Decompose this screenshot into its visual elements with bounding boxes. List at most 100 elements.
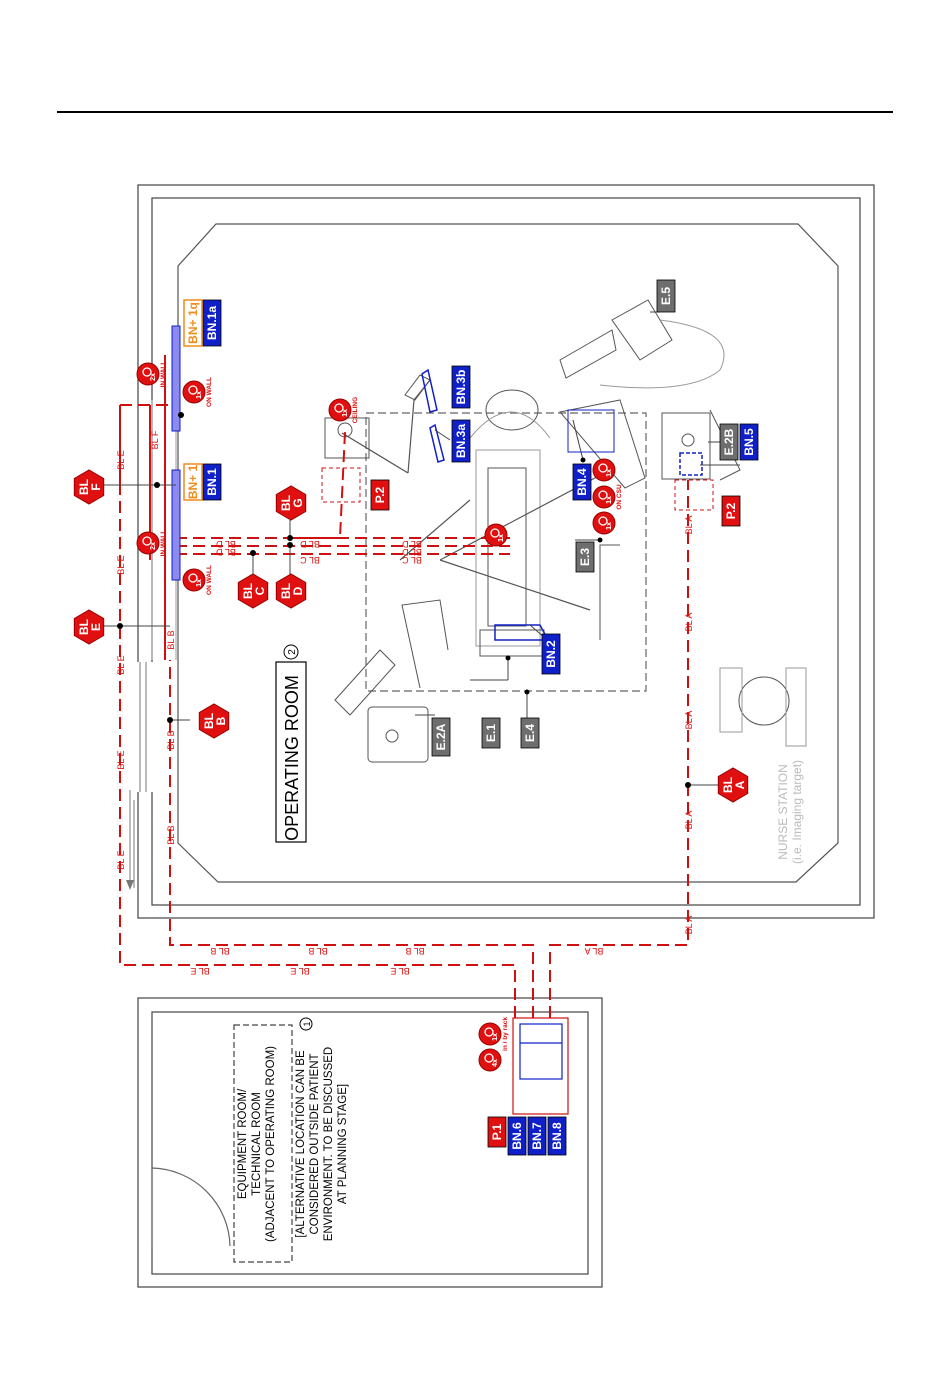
socket-csu-1: 1x bbox=[592, 458, 616, 482]
svg-text:in / by rack: in / by rack bbox=[502, 1017, 509, 1051]
svg-text:BN.7: BN.7 bbox=[530, 1122, 544, 1150]
tag-e1: E.1 bbox=[481, 717, 501, 749]
svg-text:BN.1: BN.1 bbox=[205, 468, 219, 496]
hex-bl-f: BLF bbox=[73, 469, 105, 505]
equipment-room-note-1: [ALTERNATIVE LOCATION CAN BE bbox=[295, 1050, 307, 1238]
tag-bn8: BN.8 bbox=[547, 1116, 567, 1156]
label-bla-2: BL A bbox=[684, 916, 694, 935]
svg-text:BL: BL bbox=[77, 619, 91, 635]
label-blb-5: BL B bbox=[308, 946, 327, 956]
equipment-room-walls bbox=[137, 997, 603, 1288]
svg-text:P.2: P.2 bbox=[724, 502, 738, 519]
label-ble-1: BL E bbox=[116, 450, 126, 469]
svg-text:BL: BL bbox=[279, 495, 293, 511]
svg-text:BL: BL bbox=[721, 777, 735, 793]
svg-text:4x: 4x bbox=[492, 1059, 499, 1067]
svg-text:BL: BL bbox=[77, 479, 91, 495]
label-ble-8: BL E bbox=[390, 966, 409, 976]
tag-bn1q: BN+ 1q bbox=[183, 299, 203, 347]
equipment-room-label-block: EQUIPMENT ROOM/ TECHNICAL ROOM (ADJACENT… bbox=[237, 1017, 349, 1242]
svg-text:BN.3b: BN.3b bbox=[454, 370, 468, 405]
svg-text:F: F bbox=[89, 483, 103, 490]
svg-text:P.2: P.2 bbox=[373, 486, 387, 503]
svg-text:2x: 2x bbox=[150, 542, 157, 550]
label-blb-2: BL B bbox=[166, 730, 176, 749]
svg-text:1x: 1x bbox=[498, 534, 505, 542]
svg-text:BN+ 1: BN+ 1 bbox=[186, 465, 200, 500]
svg-text:D: D bbox=[291, 586, 305, 595]
operating-room-label: OPERATING ROOM bbox=[282, 675, 302, 841]
svg-text:2x: 2x bbox=[150, 373, 157, 381]
label-blc-1: BL C bbox=[300, 555, 320, 565]
svg-text:B: B bbox=[214, 716, 228, 725]
tag-bn1a: BN.1a bbox=[202, 299, 222, 347]
equipment-room-note-2: CONSIDERED OUTSIDE PATIENT bbox=[309, 1053, 321, 1234]
label-bla-4: BL A bbox=[684, 711, 694, 730]
label-bld-1: BL D bbox=[216, 539, 236, 549]
hex-bl-b: BLB bbox=[198, 703, 230, 739]
tag-p1: P.1 bbox=[487, 1116, 507, 1148]
tag-e3: E.3 bbox=[575, 541, 595, 573]
hex-bl-g: BLG bbox=[275, 485, 307, 521]
tag-bn1-plus: BN+ 1 bbox=[183, 463, 203, 501]
hex-bl-e: BLE bbox=[73, 609, 105, 645]
socket-table: 1x bbox=[484, 523, 508, 547]
svg-text:E.3: E.3 bbox=[578, 548, 592, 566]
nurse-station-label: NURSE STATION (i.e. Imaging target) bbox=[776, 760, 804, 864]
tag-e4: E.4 bbox=[520, 717, 540, 749]
tag-bn1: BN.1 bbox=[202, 463, 222, 501]
label-bla-6: BL A bbox=[684, 516, 694, 535]
label-bla-3: BL A bbox=[684, 811, 694, 830]
p2-zones bbox=[321, 467, 714, 511]
svg-text:1x: 1x bbox=[492, 1033, 499, 1041]
nurse-station-line-2: (i.e. Imaging target) bbox=[790, 760, 804, 864]
svg-text:IN WALL: IN WALL bbox=[160, 530, 167, 557]
svg-text:E.2B: E.2B bbox=[722, 428, 736, 455]
door-opening bbox=[126, 662, 154, 890]
label-ble-5: BL E bbox=[116, 850, 126, 869]
svg-text:P.1: P.1 bbox=[490, 1123, 504, 1140]
equipment-room-line-1: EQUIPMENT ROOM/ bbox=[237, 1088, 249, 1199]
svg-text:BL: BL bbox=[279, 583, 293, 599]
label-blb-3: BL B bbox=[166, 825, 176, 844]
nurse-station-line-1: NURSE STATION bbox=[776, 764, 790, 860]
svg-text:IN WALL: IN WALL bbox=[160, 361, 167, 388]
label-bla-1: BL A bbox=[585, 946, 604, 956]
svg-text:BL: BL bbox=[202, 713, 216, 729]
svg-text:A: A bbox=[733, 780, 747, 789]
svg-text:1x: 1x bbox=[196, 579, 203, 587]
label-bld-3: BL D bbox=[402, 539, 422, 549]
equipment-room-note-3: ENVIRONMENT. TO BE DISCUSSED bbox=[323, 1047, 335, 1241]
svg-text:CEILING: CEILING bbox=[352, 397, 359, 423]
svg-text:E: E bbox=[89, 623, 103, 631]
label-ble-6: BL E bbox=[190, 966, 209, 976]
svg-text:BN.5: BN.5 bbox=[742, 428, 756, 456]
svg-text:BN.3a: BN.3a bbox=[454, 424, 468, 458]
svg-text:E.2A: E.2A bbox=[434, 723, 448, 750]
tag-bn4: BN.4 bbox=[572, 463, 592, 501]
label-bld-5: BL D bbox=[216, 547, 236, 557]
svg-text:BN.6: BN.6 bbox=[510, 1122, 524, 1150]
svg-text:BN.2: BN.2 bbox=[544, 640, 558, 668]
svg-text:E.4: E.4 bbox=[523, 724, 537, 742]
tag-bn6: BN.6 bbox=[507, 1116, 527, 1156]
socket-csu-3: 1x bbox=[592, 511, 616, 535]
svg-text:BN+ 1q: BN+ 1q bbox=[186, 302, 200, 344]
svg-text:BN.4: BN.4 bbox=[575, 468, 589, 496]
hex-bl-a: BLA bbox=[717, 767, 749, 803]
label-ble-2: BL E bbox=[116, 555, 126, 574]
wall-panels bbox=[171, 325, 181, 581]
label-blf: BL F bbox=[150, 430, 160, 449]
label-blb-4: BL B bbox=[210, 946, 229, 956]
label-blb-6: BL B bbox=[405, 946, 424, 956]
label-blc-2: BL C bbox=[402, 555, 422, 565]
tag-bn5: BN.5 bbox=[739, 423, 759, 461]
